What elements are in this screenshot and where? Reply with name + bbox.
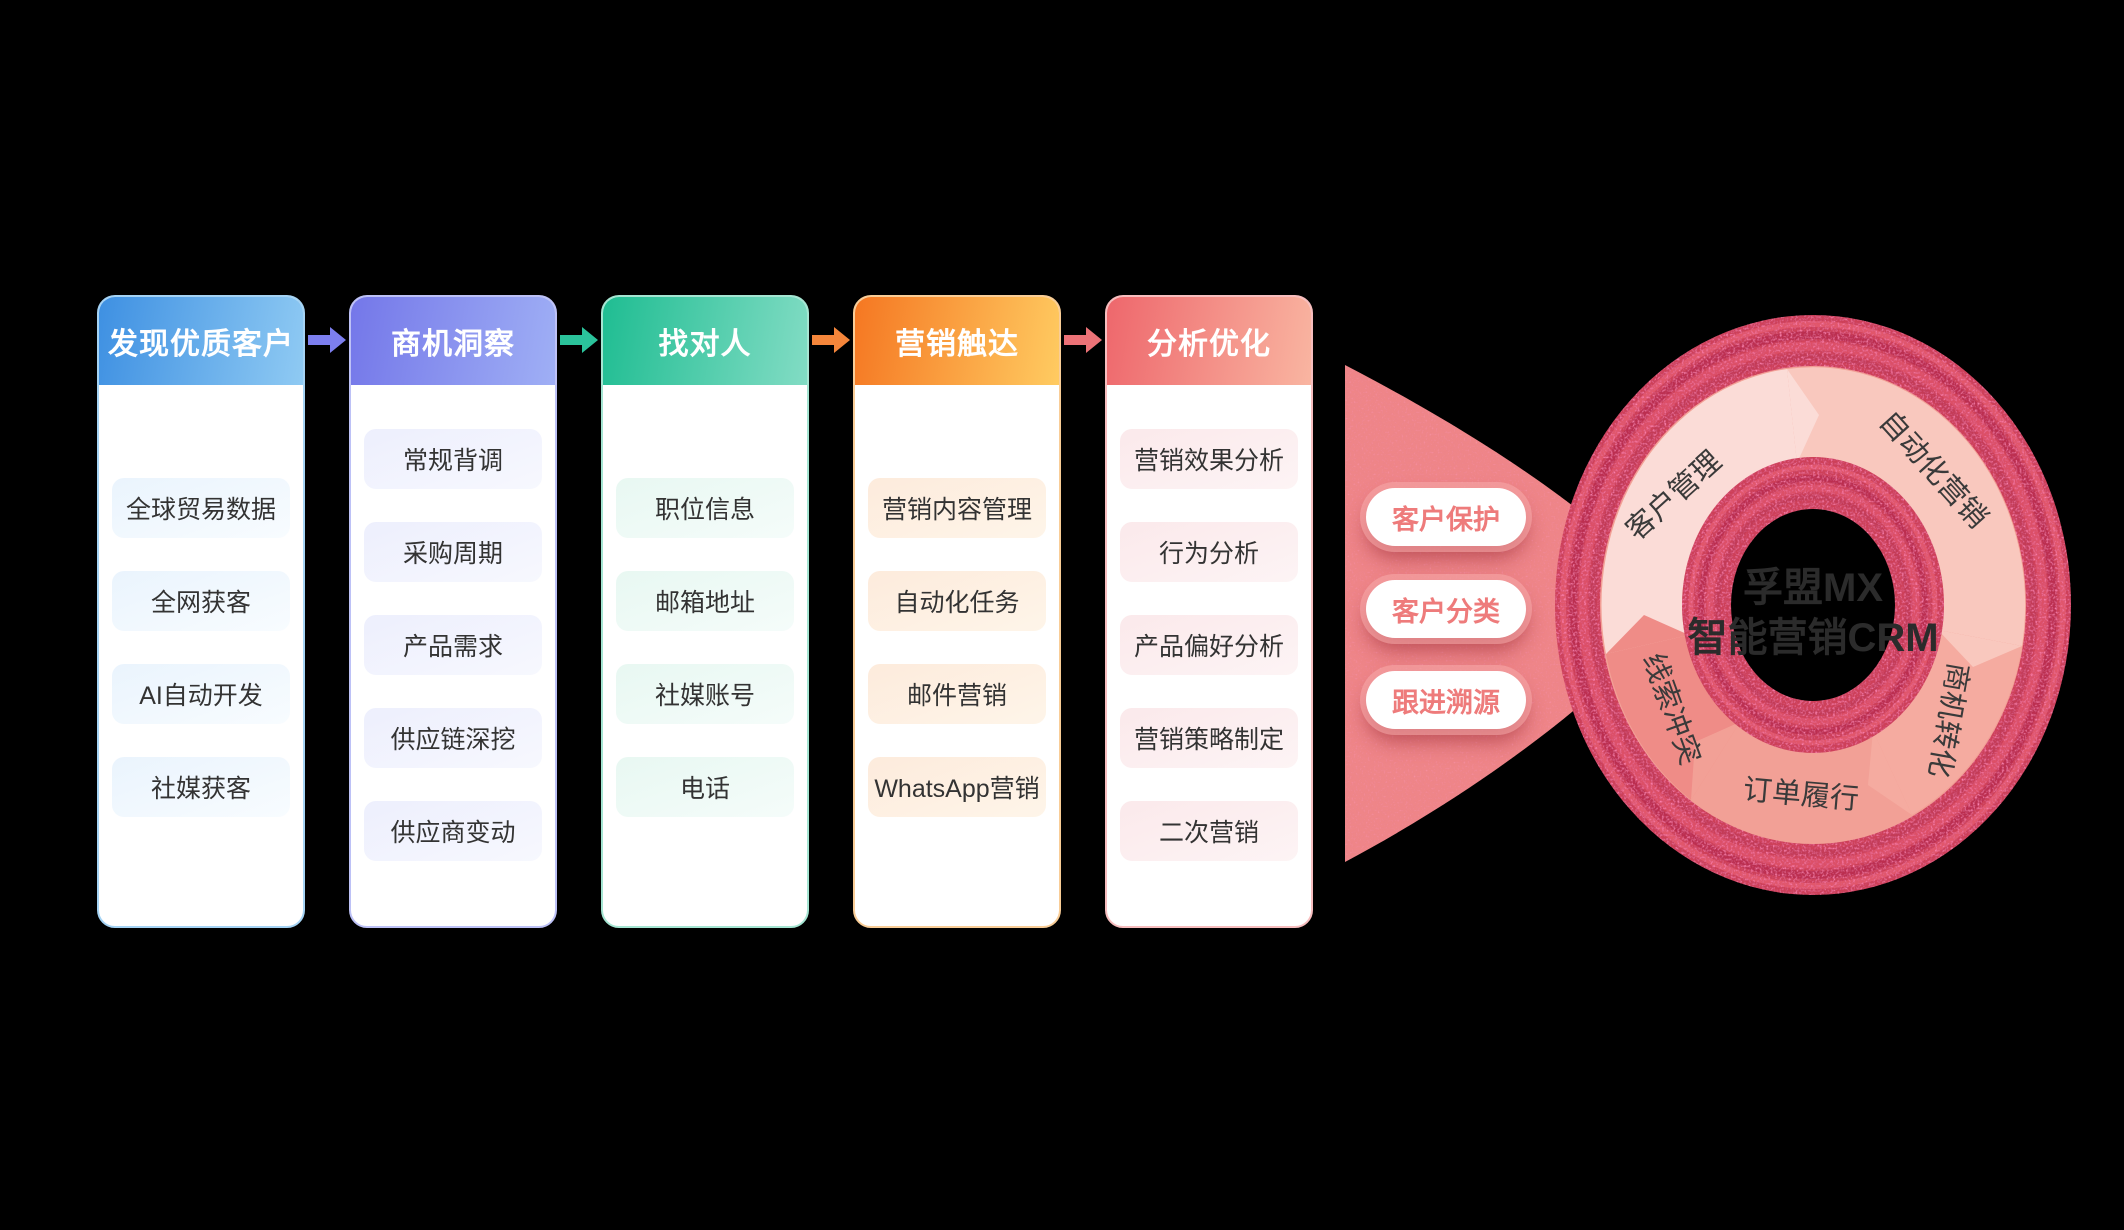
flow-item: 自动化任务	[868, 571, 1046, 631]
segment-chevron-icon	[1787, 369, 1819, 463]
pill-followup-tracing: 跟进溯源	[1366, 671, 1526, 729]
flow-item: 营销效果分析	[1120, 429, 1298, 489]
segment-chevron-icon	[1938, 630, 2022, 667]
column-body: 职位信息 邮箱地址 社媒账号 电话	[603, 385, 807, 817]
segment-chevron-icon	[1691, 722, 1740, 800]
pill-customer-classification: 客户分类	[1366, 580, 1526, 638]
flow-column-analyze-optimize: 分析优化 营销效果分析 行为分析 产品偏好分析 营销策略制定 二次营销	[1105, 295, 1313, 928]
flow-item: 供应商变动	[364, 801, 542, 861]
pill-customer-protection: 客户保护	[1366, 488, 1526, 546]
flow-item: 电话	[616, 757, 794, 817]
flow-item: 行为分析	[1120, 522, 1298, 582]
arrow-right-icon	[812, 327, 850, 353]
flow-item: 全球贸易数据	[112, 478, 290, 538]
flow-item: 全网获客	[112, 571, 290, 631]
arrow-right-icon	[560, 327, 598, 353]
arrow-right-icon	[1064, 327, 1102, 353]
flow-item: 产品偏好分析	[1120, 615, 1298, 675]
flow-item: 产品需求	[364, 615, 542, 675]
flow-item: AI自动开发	[112, 664, 290, 724]
column-body: 常规背调 采购周期 产品需求 供应链深挖 供应商变动	[351, 385, 555, 861]
column-title: 发现优质客户	[99, 297, 303, 385]
crm-brand-line2: 智能营销CRM	[1687, 616, 1938, 660]
column-title: 找对人	[603, 297, 807, 385]
segment-chevron-icon	[1606, 615, 1689, 654]
flow-item: 营销策略制定	[1120, 708, 1298, 768]
column-title: 商机洞察	[351, 297, 555, 385]
crm-segment-customer-management	[1601, 369, 1797, 654]
crm-cycle-diagram: 客户管理 自动化营销 商机转化 订单履行 线索冲突 孚盟MX 智能营销CRM	[1345, 315, 2071, 895]
column-body: 营销内容管理 自动化任务 邮件营销 WhatsApp营销	[855, 385, 1059, 817]
flow-item: 邮箱地址	[616, 571, 794, 631]
flow-column-opportunity-insight: 商机洞察 常规背调 采购周期 产品需求 供应链深挖 供应商变动	[349, 295, 557, 928]
flow-item: 二次营销	[1120, 801, 1298, 861]
crm-segment-order-fulfillment	[1691, 722, 1912, 843]
segment-chevron-icon	[1868, 731, 1912, 815]
flow-item: 采购周期	[364, 522, 542, 582]
column-body: 营销效果分析 行为分析 产品偏好分析 营销策略制定 二次营销	[1107, 385, 1311, 861]
flow-item: WhatsApp营销	[868, 757, 1046, 817]
flow-item: 社媒获客	[112, 757, 290, 817]
column-title: 营销触达	[855, 297, 1059, 385]
flow-item: 职位信息	[616, 478, 794, 538]
flow-columns: 发现优质客户 全球贸易数据 全网获客 AI自动开发 社媒获客 商机洞察 常规背调…	[97, 295, 1313, 928]
crm-center-hole	[1731, 509, 1895, 701]
flow-item: 供应链深挖	[364, 708, 542, 768]
column-body: 全球贸易数据 全网获客 AI自动开发 社媒获客	[99, 385, 303, 817]
flow-column-marketing-reach: 营销触达 营销内容管理 自动化任务 邮件营销 WhatsApp营销	[853, 295, 1061, 928]
column-title: 分析优化	[1107, 297, 1311, 385]
flow-item: 常规背调	[364, 429, 542, 489]
crm-brand-line1: 孚盟MX	[1743, 566, 1883, 610]
flow-column-find-right-person: 找对人 职位信息 邮箱地址 社媒账号 电话	[601, 295, 809, 928]
flow-item: 邮件营销	[868, 664, 1046, 724]
flow-item: 社媒账号	[616, 664, 794, 724]
arrow-right-icon	[308, 327, 346, 353]
flow-item: 营销内容管理	[868, 478, 1046, 538]
crm-segment-opportunity-conversion	[1873, 630, 2022, 815]
flow-column-discover-customers: 发现优质客户 全球贸易数据 全网获客 AI自动开发 社媒获客	[97, 295, 305, 928]
